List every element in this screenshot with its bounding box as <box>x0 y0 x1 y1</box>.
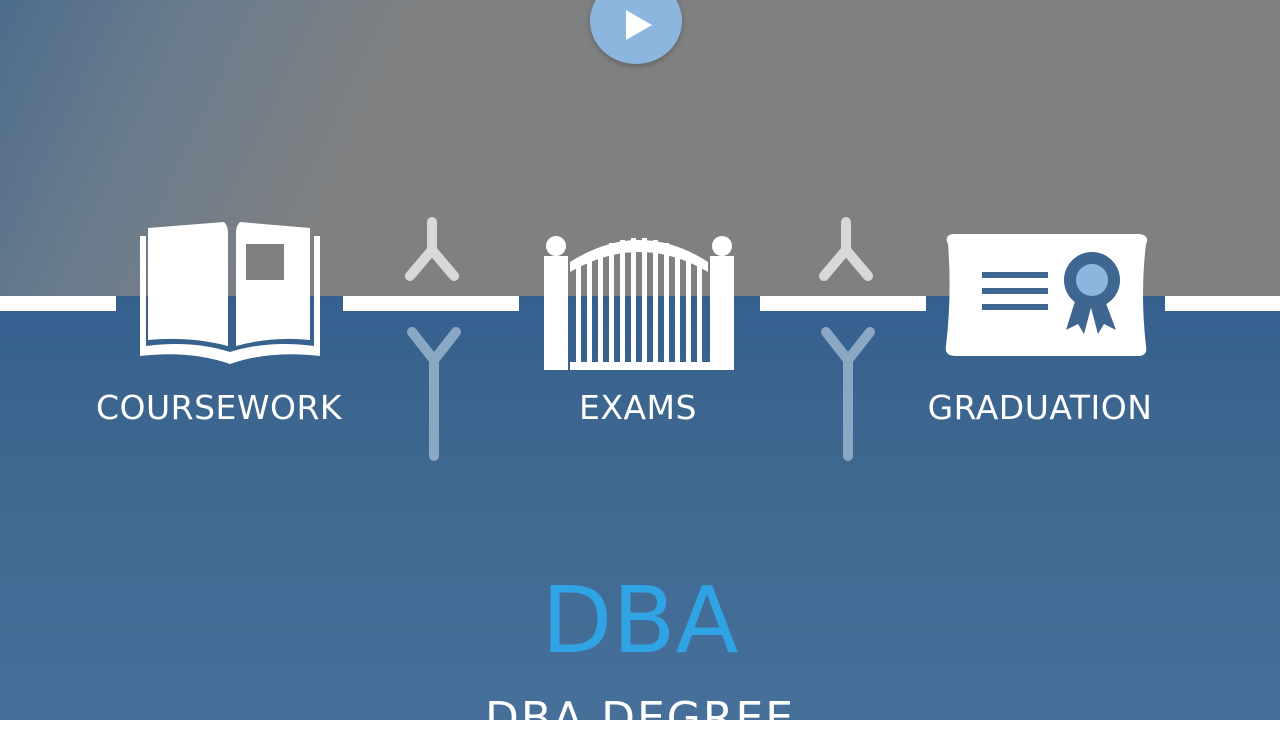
gate-icon <box>544 236 734 370</box>
stage-label-graduation: GRADUATION <box>927 388 1153 427</box>
stage-label-coursework: COURSEWORK <box>96 388 343 427</box>
timeline-graphic <box>0 217 1280 461</box>
connector-marker <box>819 217 875 461</box>
timeline-line <box>0 296 1280 311</box>
stage-label-exams: EXAMS <box>579 388 697 427</box>
connector-marker <box>405 217 461 461</box>
play-button[interactable] <box>590 0 682 64</box>
play-icon <box>626 10 652 40</box>
degree-subtitle: DBA DEGREE <box>484 693 796 744</box>
diploma-icon <box>945 234 1148 356</box>
open-book-icon <box>140 222 320 364</box>
degree-title: DBA <box>541 567 739 674</box>
